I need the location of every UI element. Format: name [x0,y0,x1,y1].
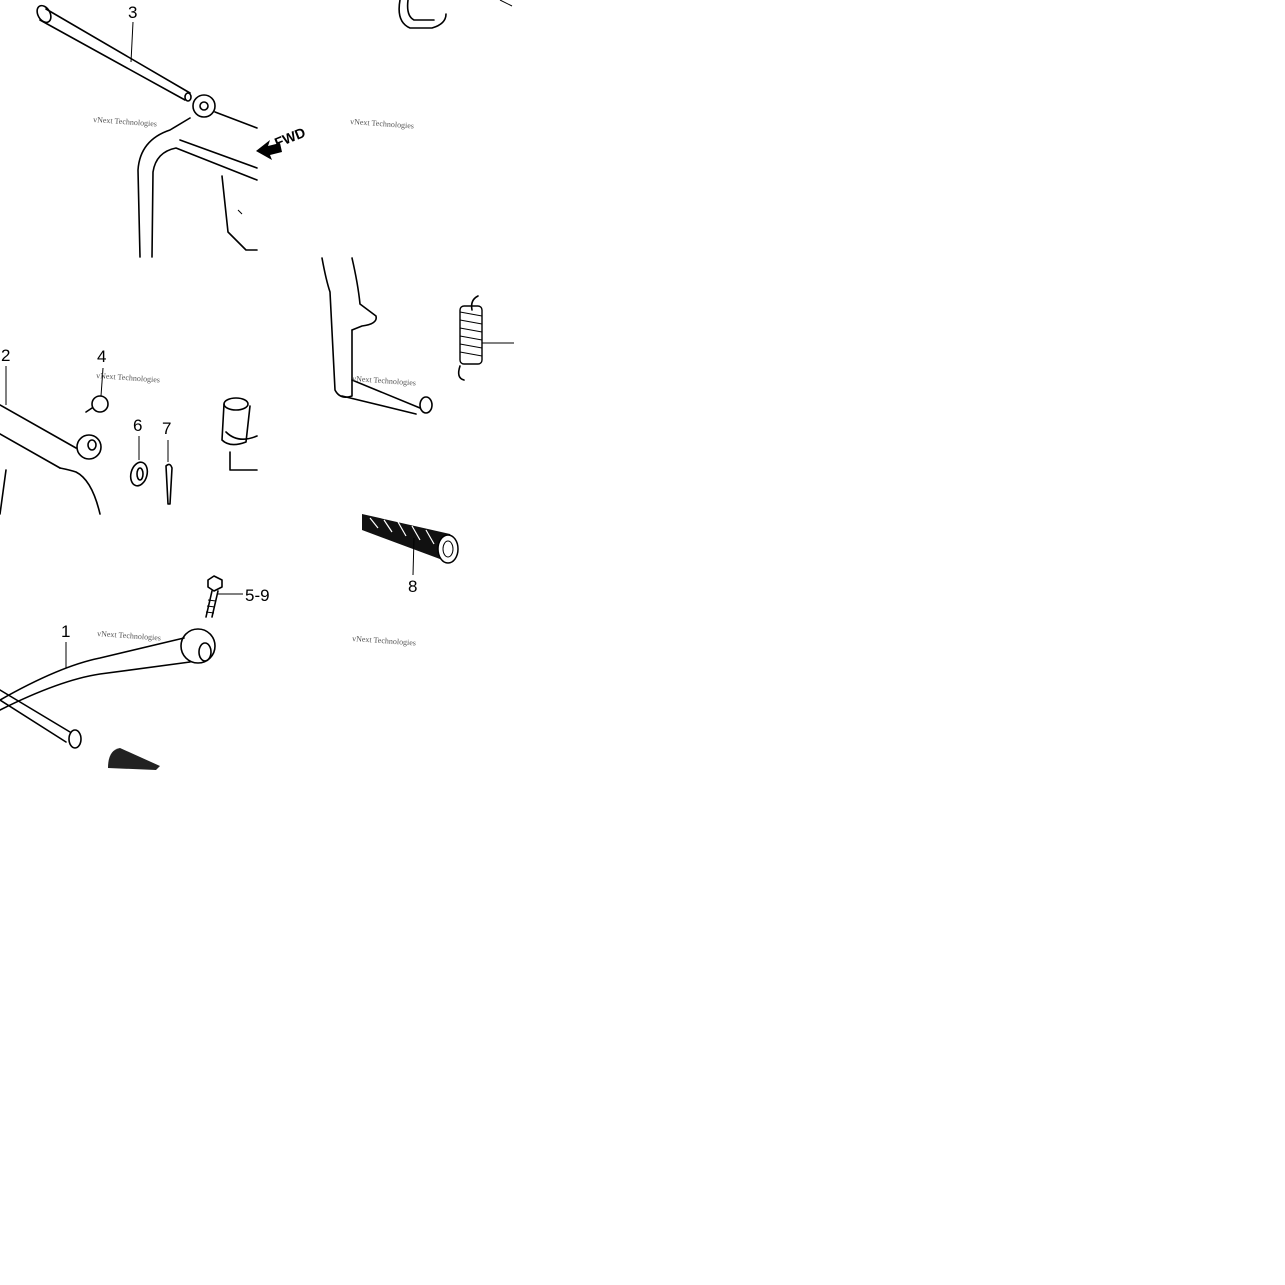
tile-top-right: vNext Technologies [350,0,513,130]
watermark: vNext Technologies [350,117,414,130]
callout-7: 7 [162,419,171,438]
tile-middle-right: vNext Technologies [321,257,514,415]
stand-frame-top [137,94,258,258]
rubber-grip-fragment [108,748,160,770]
rubber-grip-part-8 [362,514,459,564]
return-spring [457,295,514,381]
watermark: vNext Technologies [93,115,157,128]
leader-line-8 [412,537,415,576]
fwd-arrow-icon: FWD [256,124,308,160]
watermark: vNext Technologies [96,371,160,384]
watermark: vNext Technologies [97,629,161,642]
callout-6: 6 [133,416,142,435]
callout-4: 4 [97,347,106,366]
tile-middle-left: 2 4 6 7 [0,346,258,515]
watermark: vNext Technologies [352,634,416,647]
stand-frame-lower [0,404,102,515]
callout-5-9: 5-9 [245,586,270,605]
leader-line-4 [100,367,104,397]
fwd-label: FWD [272,124,308,151]
callout-3: 3 [128,3,137,22]
callout-1: 1 [61,622,70,641]
rubber-stopper-part-4 [85,395,109,413]
washer-part-6 [129,461,149,487]
pivot-clamp-fragment [221,397,258,471]
cotter-pin-part-7 [165,463,173,505]
pivot-shaft-part-3 [36,4,192,102]
leader-line-3 [130,21,134,63]
tile-top-left: 3 FWD vNext Technologies [36,3,308,258]
callout-8: 8 [408,577,417,596]
tile-bottom-right: 8 vNext Technologies [352,514,459,647]
callout-2: 2 [1,346,10,365]
bolt-part-5-9 [205,575,223,618]
kick-arm-part-1 [0,628,216,711]
tile-bottom-left: 5-9 1 vNext Technologies [0,575,270,770]
rod-with-end [0,689,82,749]
watermark: vNext Technologies [352,374,416,387]
hook-fragment [398,0,447,29]
side-stand-leg [321,257,433,415]
